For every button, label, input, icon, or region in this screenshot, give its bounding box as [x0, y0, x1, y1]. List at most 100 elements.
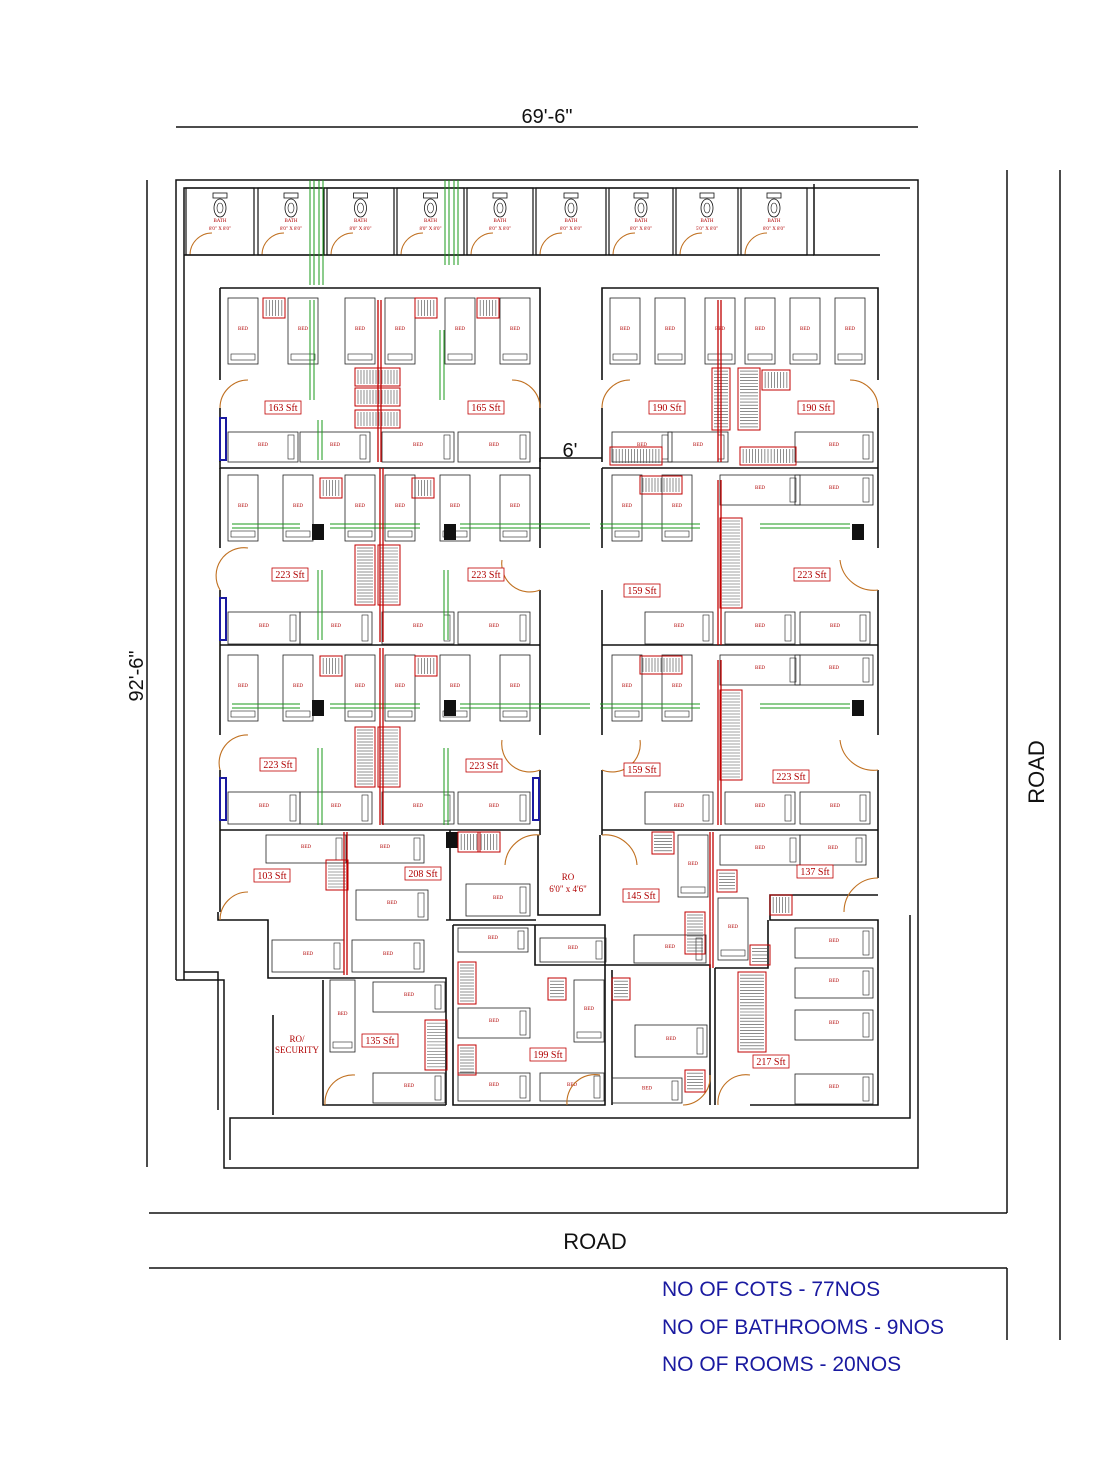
- bath-label: BATH: [354, 219, 367, 224]
- wardrobe: [319, 655, 343, 677]
- wardrobe: [769, 894, 793, 916]
- security-label-line2: SECURITY: [275, 1045, 320, 1055]
- bed-label: BED: [489, 804, 499, 809]
- top-dimension: 69'-6": [176, 106, 918, 128]
- left-dimension: 92'-6": [126, 180, 148, 1167]
- bed-label: BED: [380, 845, 390, 850]
- furniture-layer: BED BED BED BED BED BED BED BED BED BED BED BED BED B…: [227, 297, 874, 1105]
- bed-label: BED: [489, 1083, 499, 1088]
- door-arc: [504, 834, 541, 866]
- bed: BED: [573, 979, 605, 1043]
- bath-door: [330, 232, 354, 256]
- pipe-line: [460, 523, 590, 529]
- security-label-line1: RO/: [289, 1034, 305, 1044]
- wardrobe: [716, 869, 738, 893]
- bed: BED: [381, 791, 455, 825]
- bed: BED: [789, 297, 821, 365]
- bed-label: BED: [620, 327, 630, 332]
- room-area-label: 223 Sft: [465, 758, 503, 773]
- room-area-value: 223 Sft: [469, 761, 498, 772]
- bed: BED: [644, 791, 714, 825]
- bath-size-label: 8'0" X 8'0": [763, 227, 785, 232]
- toilet-icon: [699, 192, 715, 218]
- bed: BED: [794, 1073, 874, 1105]
- door-arc: [839, 559, 879, 591]
- door-arc: [218, 734, 249, 771]
- ro-room: RO 6'0" x 4'6": [549, 872, 587, 894]
- summary-bathrooms: NO OF BATHROOMS - 9NOS: [662, 1316, 944, 1339]
- security-room: RO/ SECURITY: [275, 1034, 320, 1055]
- bath-door: [539, 232, 563, 256]
- bed-label: BED: [510, 684, 520, 689]
- bed: BED: [609, 297, 641, 365]
- wardrobe: [414, 655, 438, 677]
- bed: BED: [724, 791, 796, 825]
- bed-label: BED: [355, 504, 365, 509]
- bed: BED: [384, 654, 416, 722]
- bed-label: BED: [688, 862, 698, 867]
- summary-cots: NO OF COTS - 77NOS: [662, 1278, 881, 1301]
- bed-label: BED: [622, 504, 632, 509]
- bed-label: BED: [830, 624, 840, 629]
- bed: BED: [282, 654, 314, 722]
- column: [444, 700, 456, 716]
- toilet-icon: [283, 192, 299, 218]
- pipe-line: [760, 523, 850, 529]
- bed: BED: [794, 654, 874, 686]
- room-area-value: 223 Sft: [471, 570, 500, 581]
- bed-label: BED: [238, 684, 248, 689]
- wardrobe: [639, 475, 683, 495]
- room-area-value: 159 Sft: [627, 765, 656, 776]
- bath-label: BATH: [493, 219, 506, 224]
- toilet-icon: [492, 192, 508, 218]
- pipe-line: [317, 748, 323, 825]
- room-area-label: 135 Sft: [361, 1033, 399, 1048]
- bed: BED: [444, 297, 476, 365]
- door-arc: [849, 379, 879, 409]
- room-area-label: 190 Sft: [648, 400, 686, 415]
- bed: BED: [834, 297, 866, 365]
- door-arc: [717, 1074, 751, 1106]
- bed-label: BED: [755, 624, 765, 629]
- corridor-dimension: 6': [563, 440, 578, 462]
- bath-size-label: 8'0" X 8'0": [209, 227, 231, 232]
- bed: BED: [227, 791, 301, 825]
- bed: BED: [499, 654, 531, 722]
- bed-label: BED: [355, 684, 365, 689]
- bath-label: BATH: [634, 219, 647, 224]
- toilet-icon: [563, 192, 579, 218]
- room-area-value: 223 Sft: [263, 760, 292, 771]
- door-arc: [511, 379, 541, 409]
- wardrobe: [377, 726, 401, 788]
- bath-door: [679, 232, 703, 256]
- bed-label: BED: [413, 804, 423, 809]
- pipe-line: [600, 523, 700, 529]
- bed: BED: [633, 934, 707, 964]
- toilet-icon: [633, 192, 649, 218]
- room-area-value: 103 Sft: [257, 871, 286, 882]
- bed-label: BED: [622, 684, 632, 689]
- bed-label: BED: [238, 327, 248, 332]
- bath-label: BATH: [284, 219, 297, 224]
- wardrobe: [354, 726, 376, 788]
- bath-size-label: 8'0" X 8'0": [420, 227, 442, 232]
- bed-label: BED: [672, 504, 682, 509]
- bed: BED: [351, 939, 425, 973]
- bed-label: BED: [259, 804, 269, 809]
- bed-label: BED: [303, 952, 313, 957]
- corridor-width-label: 6': [563, 440, 578, 462]
- bed: BED: [799, 611, 871, 645]
- pipe-line: [317, 570, 323, 640]
- column: [852, 524, 864, 540]
- wardrobe: [477, 831, 501, 853]
- column: [312, 700, 324, 716]
- bed-label: BED: [829, 979, 839, 984]
- bed: BED: [677, 834, 709, 898]
- bed: BED: [794, 431, 874, 463]
- bed: BED: [794, 927, 874, 959]
- wardrobe: [761, 369, 791, 391]
- bed-label: BED: [301, 845, 311, 850]
- bed: BED: [299, 431, 371, 463]
